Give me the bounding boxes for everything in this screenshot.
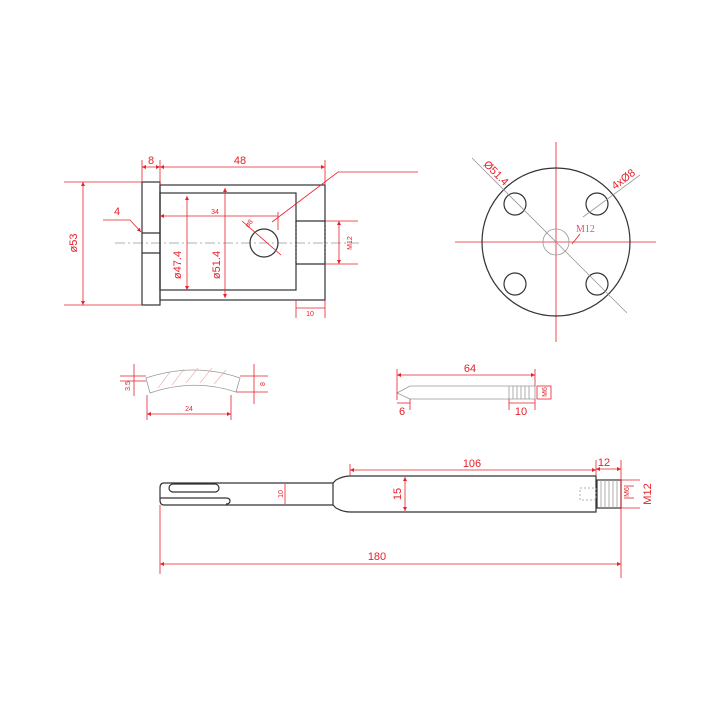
dim-inner-dia: ø47.4 xyxy=(172,251,184,279)
dim-pin-length: 64 xyxy=(464,363,476,375)
dim-outer-dia: ø53 xyxy=(68,234,80,253)
dim-flange-width: 8 xyxy=(148,155,154,167)
pin-view: 64 6 10 M6 xyxy=(396,363,552,418)
segment-view: 3.5 8 24 xyxy=(120,364,268,420)
dim-pin-thread-len: 10 xyxy=(515,406,527,418)
dim-thread-len: 10 xyxy=(306,311,314,318)
dim-holes: 4xØ8 xyxy=(610,167,638,192)
dim-inner-thread: M6 xyxy=(624,487,631,497)
dim-center-thread: M12 xyxy=(576,224,595,235)
shaft-view: 106 12 15 10 M6 M12 180 xyxy=(159,457,654,578)
dim-body-len: 106 xyxy=(463,458,481,470)
dim-thread: M12 xyxy=(347,236,354,250)
dim-shank-dia: 10 xyxy=(278,490,285,498)
dim-body-dia-shaft: 15 xyxy=(392,488,404,500)
cylinder-end-view: Ø51.4 4xØ8 M12 xyxy=(455,142,656,342)
dim-pcd: Ø51.4 xyxy=(481,159,511,189)
dim-hole-dia: ø8 xyxy=(244,218,255,229)
dim-pin-tip: 6 xyxy=(399,406,405,418)
dim-thickness: 3.5 xyxy=(125,381,132,391)
dim-pin-thread: M6 xyxy=(542,387,549,397)
dim-thread-len-shaft: 12 xyxy=(598,457,610,469)
dim-hole-offset: 4 xyxy=(114,206,120,218)
dim-hole-pos: 34 xyxy=(211,209,219,216)
cylinder-side-view: 8 48 ø53 4 34 ø8 ø47.4 ø51.4 M12 10 xyxy=(64,155,418,318)
dim-height: 8 xyxy=(260,382,267,386)
dim-total-len: 180 xyxy=(368,551,386,563)
dim-length: 48 xyxy=(234,155,246,167)
dim-shaft-thread: M12 xyxy=(642,483,654,504)
dim-body-dia: ø51.4 xyxy=(211,251,223,279)
dim-width: 24 xyxy=(185,406,193,413)
